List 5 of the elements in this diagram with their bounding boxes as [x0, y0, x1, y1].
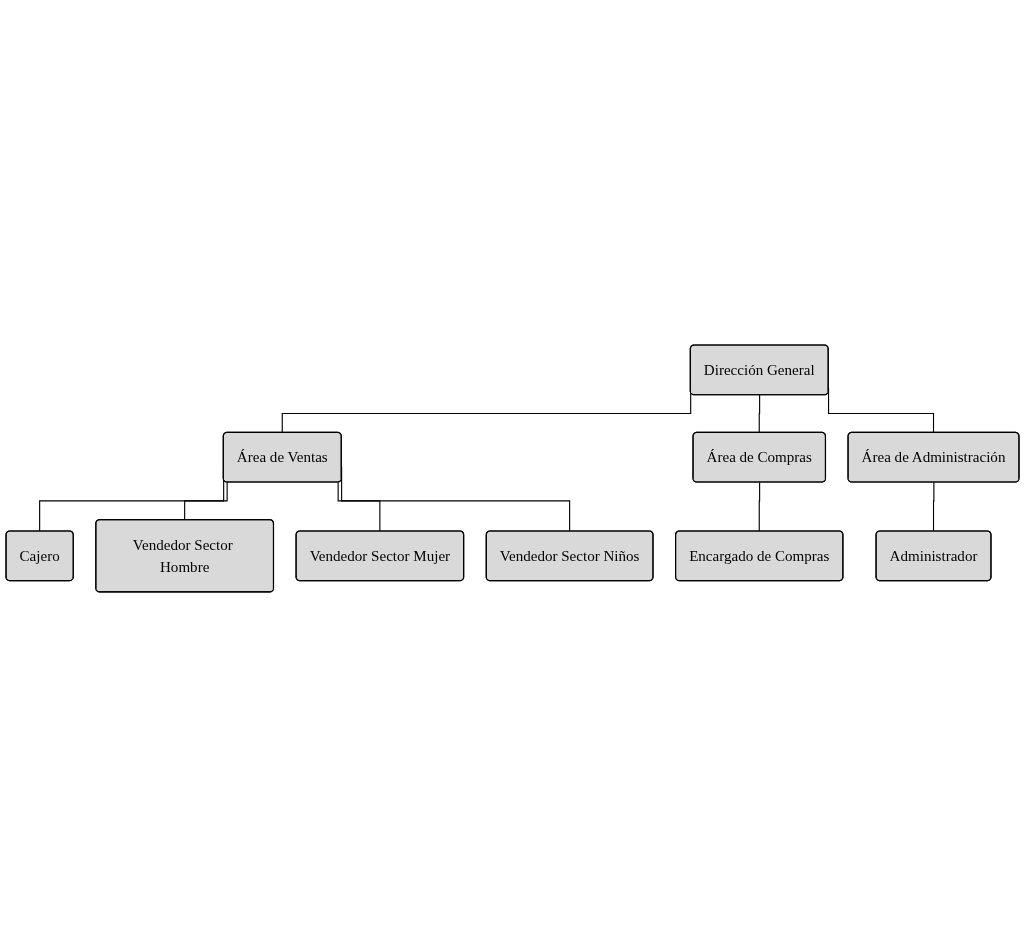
connector: [758, 394, 761, 434]
connector: [337, 481, 381, 532]
connector: [932, 481, 935, 532]
connector: [758, 481, 761, 532]
connector: [184, 481, 228, 521]
